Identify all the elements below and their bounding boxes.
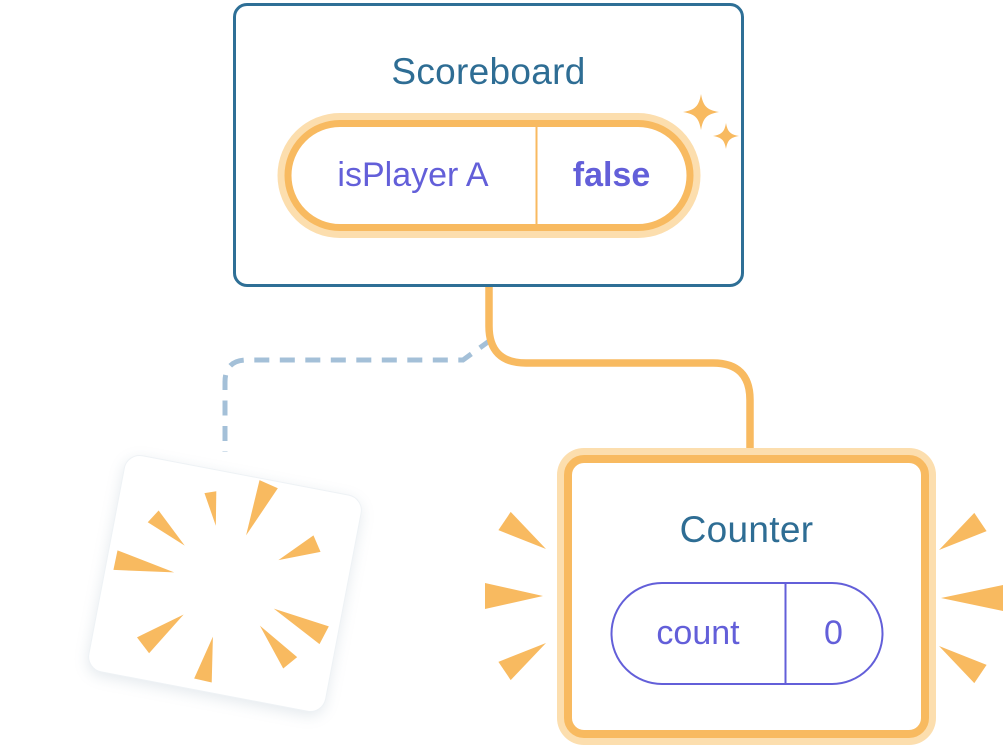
sparkle-icon: [683, 94, 739, 149]
scoreboard-state-pill: isPlayer A false: [284, 120, 693, 231]
pill-divider: [535, 127, 537, 224]
state-name: isPlayer A: [337, 156, 489, 194]
burst-marks: [485, 511, 1003, 684]
connector-destroyed-dashed: [222, 336, 494, 452]
counter-card: Counter count 0: [564, 455, 929, 738]
count-name: count: [656, 614, 740, 652]
connector-preserved: [485, 287, 754, 452]
state-value: false: [572, 156, 651, 194]
counter-state-pill: count 0: [610, 582, 883, 685]
scoreboard-title: Scoreboard: [391, 51, 586, 92]
count-value: 0: [824, 614, 843, 652]
counter-title: Counter: [679, 509, 814, 550]
scoreboard-card: Scoreboard isPlayer A false: [233, 3, 744, 287]
destroyed-component-square: [85, 452, 365, 715]
pill-divider: [784, 584, 786, 683]
starburst-icon: [113, 480, 329, 683]
